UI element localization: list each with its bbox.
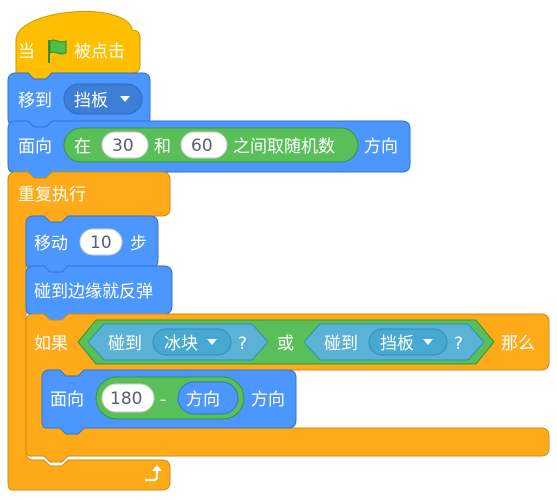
subtract-operator[interactable]: 180 - 方向 — [95, 376, 245, 420]
touching-paddle-label: 碰到 — [324, 334, 358, 354]
point-direction-block[interactable]: 面向 在 30 和 60 之间取随机数 方向 — [7, 120, 411, 179]
goto-target-text: 挡板 — [74, 91, 108, 111]
random-from-value: 30 — [112, 136, 134, 156]
move-suffix: 步 — [130, 234, 147, 254]
hat-prefix-text: 当 — [18, 42, 35, 62]
random-and: 和 — [154, 137, 171, 157]
inner-point-suffix: 方向 — [251, 390, 285, 410]
move-steps-value: 10 — [90, 233, 112, 253]
if-then-block[interactable]: 如果 碰到 冰块 ? 或 碰到 挡板 — [25, 313, 550, 463]
touching-ice-dropdown[interactable]: 冰块 — [152, 328, 232, 356]
when-flag-clicked-block[interactable]: 当 被点击 — [15, 11, 141, 80]
direction-reporter[interactable]: 方向 — [177, 381, 239, 415]
minus-sign: - — [160, 390, 166, 410]
subtract-left-input[interactable] — [101, 383, 155, 413]
goto-target-dropdown[interactable]: 挡板 — [63, 83, 143, 115]
or-operator[interactable]: 碰到 冰块 ? 或 碰到 挡板 ? — [77, 319, 495, 365]
subtract-left-value: 180 — [110, 389, 142, 409]
move-steps-input[interactable] — [79, 228, 123, 256]
loop-arrow-icon — [145, 465, 162, 482]
chevron-down-icon — [120, 96, 130, 102]
if-label: 如果 — [34, 334, 68, 354]
random-from-input[interactable] — [101, 131, 149, 159]
then-label: 那么 — [501, 334, 535, 354]
touching-ice-label: 碰到 — [108, 334, 142, 354]
touching-ice-target: 冰块 — [164, 334, 198, 354]
touching-ice-q: ? — [238, 334, 247, 354]
bounce-label: 碰到边缘就反弹 — [34, 282, 153, 302]
touching-paddle-dropdown[interactable]: 挡板 — [368, 328, 448, 356]
random-suffix: 之间取随机数 — [233, 137, 335, 157]
move-label: 移动 — [34, 234, 68, 254]
touching-paddle-q: ? — [454, 334, 463, 354]
point-suffix: 方向 — [364, 137, 398, 157]
touching-ice-sensor[interactable]: 碰到 冰块 ? — [87, 323, 269, 361]
random-prefix: 在 — [74, 137, 91, 157]
random-to-value: 60 — [191, 136, 213, 156]
touching-paddle-sensor[interactable]: 碰到 挡板 ? — [303, 323, 485, 361]
green-flag-icon — [48, 39, 67, 63]
point-label: 面向 — [18, 137, 52, 157]
inner-point-direction-block[interactable]: 面向 180 - 方向 方向 — [41, 369, 297, 435]
or-label: 或 — [277, 334, 294, 354]
touching-paddle-target: 挡板 — [380, 334, 414, 354]
goto-label: 移到 — [18, 91, 52, 111]
forever-label: 重复执行 — [18, 185, 86, 205]
goto-block[interactable]: 移到 挡板 — [7, 72, 151, 132]
hat-suffix-text: 被点击 — [74, 42, 125, 62]
bounce-block[interactable]: 碰到边缘就反弹 — [25, 265, 173, 321]
chevron-down-icon — [423, 339, 433, 345]
random-to-input[interactable] — [180, 131, 228, 159]
inner-point-label: 面向 — [50, 390, 84, 410]
chevron-down-icon — [207, 339, 217, 345]
random-reporter[interactable]: 在 30 和 60 之间取随机数 — [63, 127, 359, 163]
forever-block[interactable]: 重复执行 — [7, 171, 171, 491]
direction-reporter-text: 方向 — [186, 390, 220, 410]
move-steps-block[interactable]: 移动 10 步 — [25, 215, 159, 275]
